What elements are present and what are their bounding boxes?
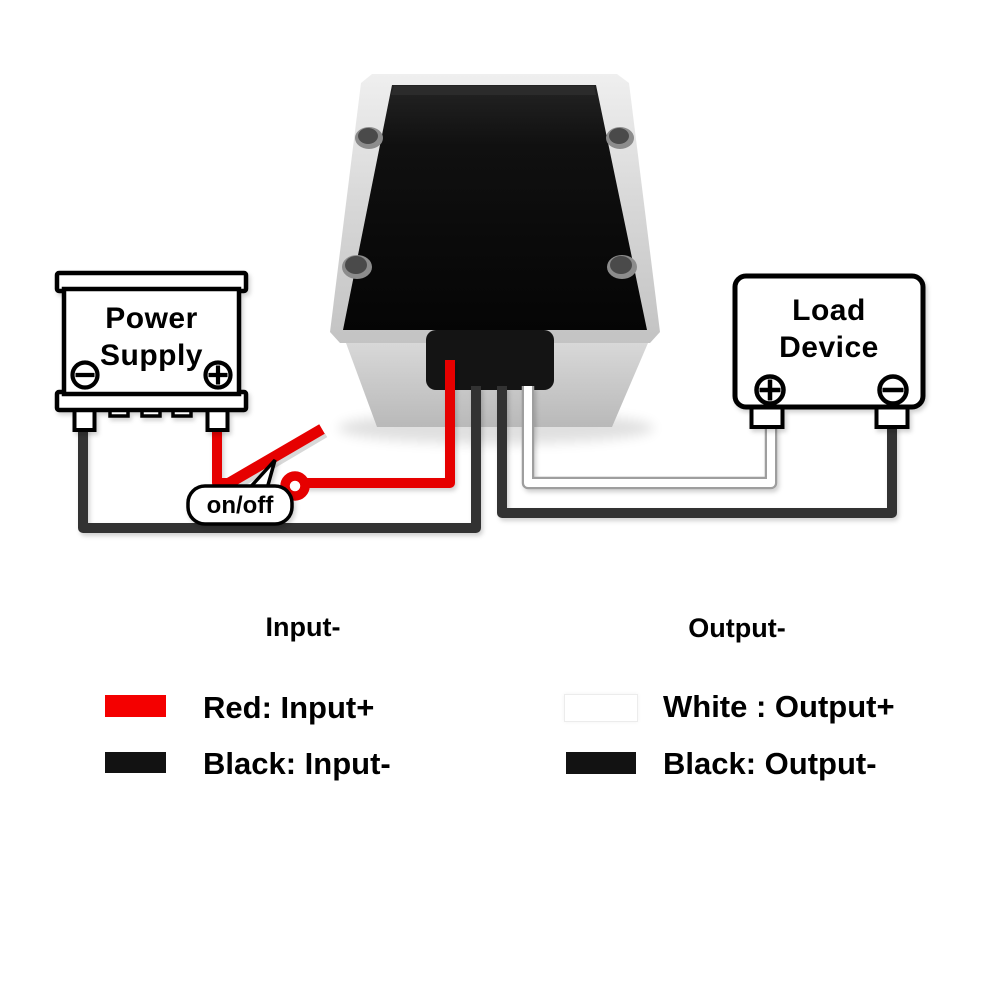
onoff-switch: [216, 424, 328, 501]
module-top-highlight: [391, 86, 596, 95]
red-input-wire: [304, 360, 455, 488]
legend-swatch-red: [105, 695, 166, 717]
mounting-hole-inner: [610, 256, 632, 274]
load-device-label: Load Device: [779, 294, 879, 364]
legend-swatch-black-input: [105, 752, 166, 773]
speech-bubble: [186, 458, 294, 526]
switch-contact: [280, 471, 310, 501]
load-device-box: [732, 273, 926, 429]
mounting-hole-inner: [345, 256, 367, 274]
legend-swatch-black-output: [566, 752, 636, 774]
mounting-hole-inner: [358, 128, 378, 144]
onoff-switch-label: on/off: [206, 492, 274, 519]
legend-swatch-white: [564, 694, 638, 722]
plus-terminal-icon: [203, 360, 233, 390]
module-potted-top: [343, 85, 647, 330]
module-connector-block: [426, 330, 554, 390]
input-minus-caption: Input-: [265, 612, 341, 642]
wires: [78, 360, 897, 533]
legend-label-white-output: White : Output+: [663, 689, 895, 724]
minus-terminal-icon: [877, 374, 909, 406]
switch-blade: [216, 424, 325, 494]
red-switch-stub: [212, 424, 230, 488]
mounting-hole-inner: [609, 128, 629, 144]
converter-module: [330, 74, 660, 427]
plus-terminal-icon: [754, 374, 786, 406]
black-input-wire: [78, 386, 481, 533]
speech-bubble-body: [186, 484, 294, 526]
legend-label-red-input: Red: Input+: [203, 690, 375, 725]
legend-label-black-input: Black: Input-: [203, 746, 391, 781]
power-supply-label: Power Supply: [99, 302, 203, 372]
switch-blade-shadow: [224, 432, 328, 497]
output-minus-caption: Output-: [688, 613, 786, 643]
white-output-wire: [524, 386, 775, 487]
power-supply-box: [54, 270, 249, 432]
legend-label-black-output: Black: Output-: [663, 746, 877, 781]
mounting-holes: [342, 127, 637, 279]
minus-terminal-icon: [70, 360, 100, 390]
load-device-body: [732, 273, 926, 410]
black-output-wire: [497, 386, 897, 518]
